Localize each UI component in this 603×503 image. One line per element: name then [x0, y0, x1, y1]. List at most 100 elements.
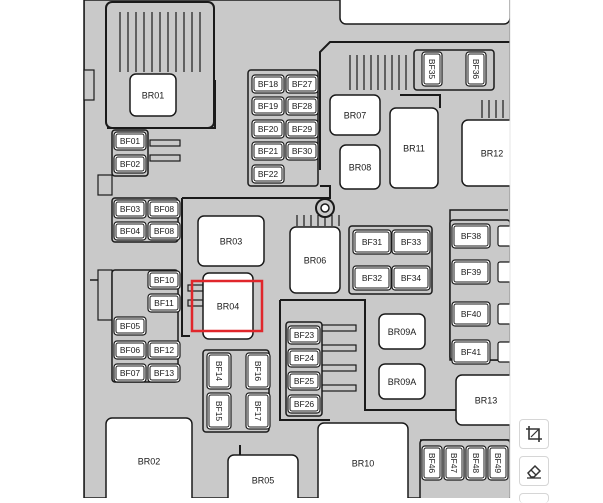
- side-tab: [97, 269, 113, 321]
- fuse-label: BF36: [471, 59, 481, 80]
- relay-br05: BR05: [227, 454, 299, 498]
- relay-body: [329, 94, 381, 136]
- fuse-label: BF49: [493, 453, 503, 474]
- side-tab: [97, 174, 113, 196]
- fuse-bf25: BF25: [287, 371, 321, 391]
- eraser-button[interactable]: [519, 456, 549, 486]
- fuses-layer: BF18BF19BF20BF21BF22BF27BF28BF29BF30BF01…: [113, 51, 519, 481]
- fuse-label: BF48: [471, 453, 481, 474]
- fuse-bf16: BF16: [245, 352, 271, 390]
- relay-label: BR11: [403, 144, 425, 154]
- side-tab: [83, 69, 95, 101]
- fuse-body: [115, 156, 145, 172]
- fuse-bf41: BF41: [451, 339, 491, 365]
- fuse-label: BF32: [362, 273, 383, 283]
- fuse-bf10: BF10: [147, 270, 181, 290]
- relay-br07: BR07: [329, 94, 381, 136]
- fuse-label: BF10: [154, 275, 175, 285]
- fuse-label: BF16: [253, 361, 263, 382]
- fuse-bf02: BF02: [113, 154, 147, 174]
- fuse-label: BF19: [258, 101, 279, 111]
- fuse-label: BF34: [401, 273, 422, 283]
- fuse-body: [289, 373, 319, 389]
- fuse-body: [115, 223, 145, 239]
- fuse-body: [289, 327, 319, 343]
- fuse-label: BF11: [154, 298, 174, 308]
- fuse-body: [247, 394, 269, 428]
- relay-br01: BR01: [129, 73, 177, 117]
- fuse-bf06: BF06: [113, 340, 147, 360]
- relay-body: [202, 272, 254, 340]
- fuse-label: BF03: [120, 204, 141, 214]
- fuse-body: [149, 295, 179, 311]
- fuse-body: [149, 342, 179, 358]
- relay-br10: BR10: [317, 422, 409, 498]
- relay-body: [227, 454, 299, 498]
- fuse-body: [253, 76, 283, 92]
- fuse-label: BF04: [120, 226, 141, 236]
- slot-lines: [296, 55, 504, 226]
- crop-icon: [526, 426, 542, 442]
- fuse-body: [393, 231, 429, 253]
- fuse-label: BF41: [461, 347, 482, 357]
- fuse-bf20: BF20: [251, 119, 285, 139]
- fuse-body: [149, 223, 179, 239]
- fuse-bf03: BF03: [113, 199, 147, 219]
- extra-tool-button[interactable]: [519, 493, 549, 503]
- fuse-body: [393, 267, 429, 289]
- fuse-body: [354, 231, 390, 253]
- fuse-bf33: BF33: [391, 229, 431, 255]
- fuse-bf13: BF13: [147, 363, 181, 383]
- fuse-bf21: BF21: [251, 141, 285, 161]
- fuse-body: [253, 143, 283, 159]
- relay-label: BR08: [349, 163, 372, 173]
- relay-br12: BR12: [461, 119, 523, 187]
- fuse-label: BF17: [253, 401, 263, 422]
- fuse-label: BF14: [214, 361, 224, 382]
- relay-label: BR02: [138, 457, 161, 467]
- fuse-label: BF31: [362, 237, 383, 247]
- fuse-label: BF33: [401, 237, 422, 247]
- relay-label: BR01: [142, 91, 165, 101]
- top-center-block: [339, 0, 511, 25]
- fuse-body: [453, 303, 489, 325]
- right-margin: [510, 0, 603, 498]
- fuse-body: [445, 447, 463, 479]
- structure-outline: [319, 41, 510, 170]
- fuse-bf04: BF04: [113, 221, 147, 241]
- fuse-bf32: BF32: [352, 265, 392, 291]
- fuse-body: [489, 447, 507, 479]
- relay-body: [378, 313, 426, 350]
- panel-white-margin: [74, 0, 84, 498]
- fuse-bf26: BF26: [287, 394, 321, 414]
- relay-label: BR03: [220, 237, 243, 247]
- relay-br02: BR02: [105, 417, 193, 498]
- relay-br04: BR04: [202, 272, 254, 340]
- fuse-bf15: BF15: [206, 392, 232, 430]
- fuse-body: [287, 98, 317, 114]
- relay-label: BR05: [252, 476, 275, 486]
- highlight-box-br04: [190, 279, 264, 333]
- fuse-bf34: BF34: [391, 265, 431, 291]
- structure-outline: [182, 185, 331, 199]
- fuse-bf30: BF30: [285, 141, 319, 161]
- fuse-label: BF39: [461, 267, 482, 277]
- fuse-bf28: BF28: [285, 96, 319, 116]
- fuse-bf12: BF12: [147, 340, 181, 360]
- fuse-label: BF27: [292, 79, 313, 89]
- structure-outline: [181, 198, 190, 337]
- fuse-bf36: BF36: [465, 51, 487, 87]
- fuse-label: BF08: [154, 226, 175, 236]
- fuse-body: [289, 396, 319, 412]
- fuse-body: [287, 121, 317, 137]
- fuse-body: [208, 354, 230, 388]
- fuse-bf11: BF11: [147, 293, 181, 313]
- crop-button[interactable]: [519, 419, 549, 449]
- fuse-bf07: BF07: [113, 363, 147, 383]
- relay-body: [389, 107, 439, 189]
- fuse-label: BF35: [427, 59, 437, 80]
- relay-label: BR07: [344, 111, 367, 121]
- relay-body: [197, 215, 265, 267]
- relay-body: [289, 226, 341, 294]
